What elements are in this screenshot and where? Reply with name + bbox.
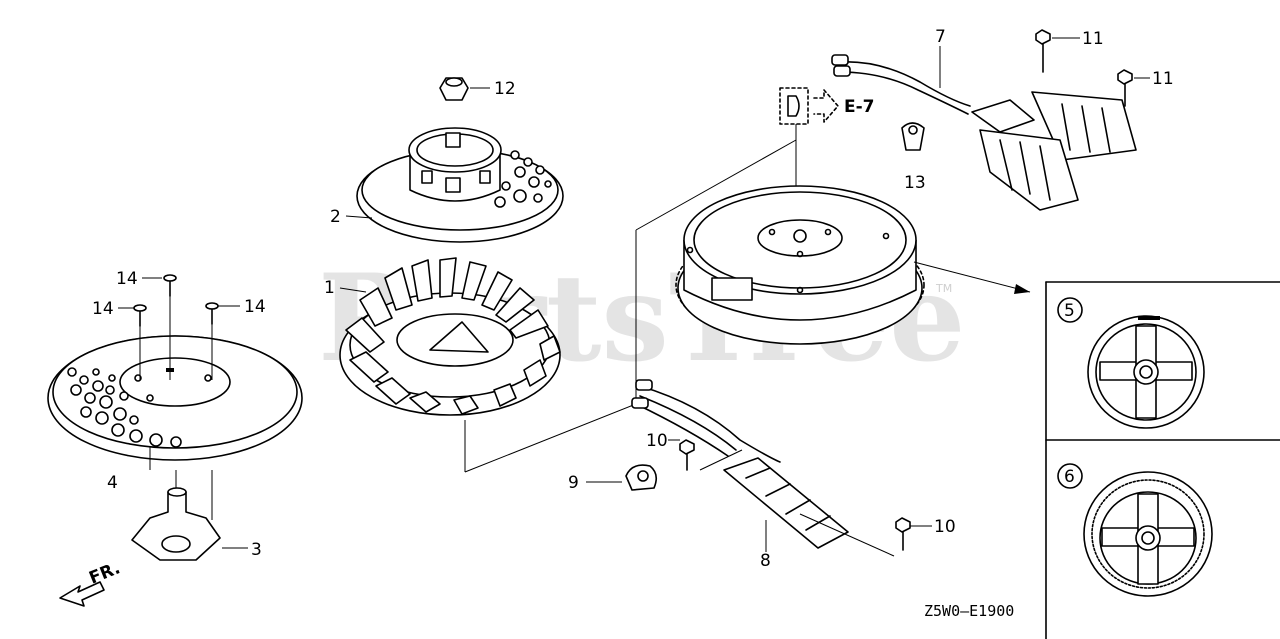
fan-blades: [345, 257, 561, 415]
callout-7: 7: [935, 27, 946, 47]
part-13-clip: [901, 122, 925, 151]
callout-9: 9: [568, 473, 579, 493]
reference-box: E-7: [779, 87, 875, 125]
callout-12: 12: [494, 79, 516, 99]
reference-label: E-7: [844, 97, 875, 117]
callout-13: 13: [904, 173, 926, 193]
front-arrow: FR.: [59, 558, 123, 607]
part-11-bolts: [1035, 29, 1150, 107]
bolt-11b: [1117, 69, 1150, 107]
callout-14a: 14: [116, 269, 138, 289]
watermark-tm: TM: [935, 282, 952, 295]
bolt-14b: [118, 304, 147, 327]
callout-8: 8: [760, 551, 771, 571]
callout-11b: 11: [1152, 69, 1174, 89]
callout-14c: 14: [244, 297, 266, 317]
part-2-fan-hub: [345, 127, 564, 243]
bolt-14c: [205, 302, 240, 325]
part-9-clip: [586, 464, 658, 491]
variant-6-flywheel: [1057, 463, 1213, 597]
variant-inset-panel: [1045, 281, 1280, 639]
bolt-14a: [142, 274, 177, 297]
diagram-code: Z5W0—E1900: [924, 602, 1014, 620]
flywheel: [464, 124, 1031, 473]
part-4-cover-plate: [47, 282, 303, 470]
bolt-10a: [668, 439, 695, 471]
fan-hub-vent-holes: [494, 150, 552, 208]
bolt-11a: [1035, 29, 1080, 73]
part-7-coils: [971, 91, 1137, 211]
variant-5-flywheel: [1057, 297, 1205, 429]
callout-4: 4: [107, 473, 118, 493]
part-7-wiring: [831, 46, 971, 115]
callout-3: 3: [251, 540, 262, 560]
callout-5: 5: [1064, 301, 1075, 321]
part-12-nut: [439, 77, 490, 101]
callout-14b: 14: [92, 299, 114, 319]
callout-6: 6: [1064, 467, 1075, 487]
bolt-10b: [895, 517, 932, 551]
part-14-bolts: [118, 274, 240, 327]
callout-labels: 1 2 3 4 5 6 7 8 9 10 10 11 11 12 13 14 1…: [92, 27, 1174, 571]
part-10-bolts: [668, 439, 932, 551]
callout-10a: 10: [646, 431, 668, 451]
callout-10b: 10: [934, 517, 956, 537]
part-1-fan: [339, 257, 561, 416]
part-8-charge-coil: [631, 379, 895, 557]
callout-1: 1: [324, 278, 335, 298]
cover-plate-vent-holes: [67, 367, 182, 448]
part-3-bracket: [131, 470, 248, 561]
callout-11a: 11: [1082, 29, 1104, 49]
callout-2: 2: [330, 207, 341, 227]
front-label: FR.: [86, 558, 123, 588]
